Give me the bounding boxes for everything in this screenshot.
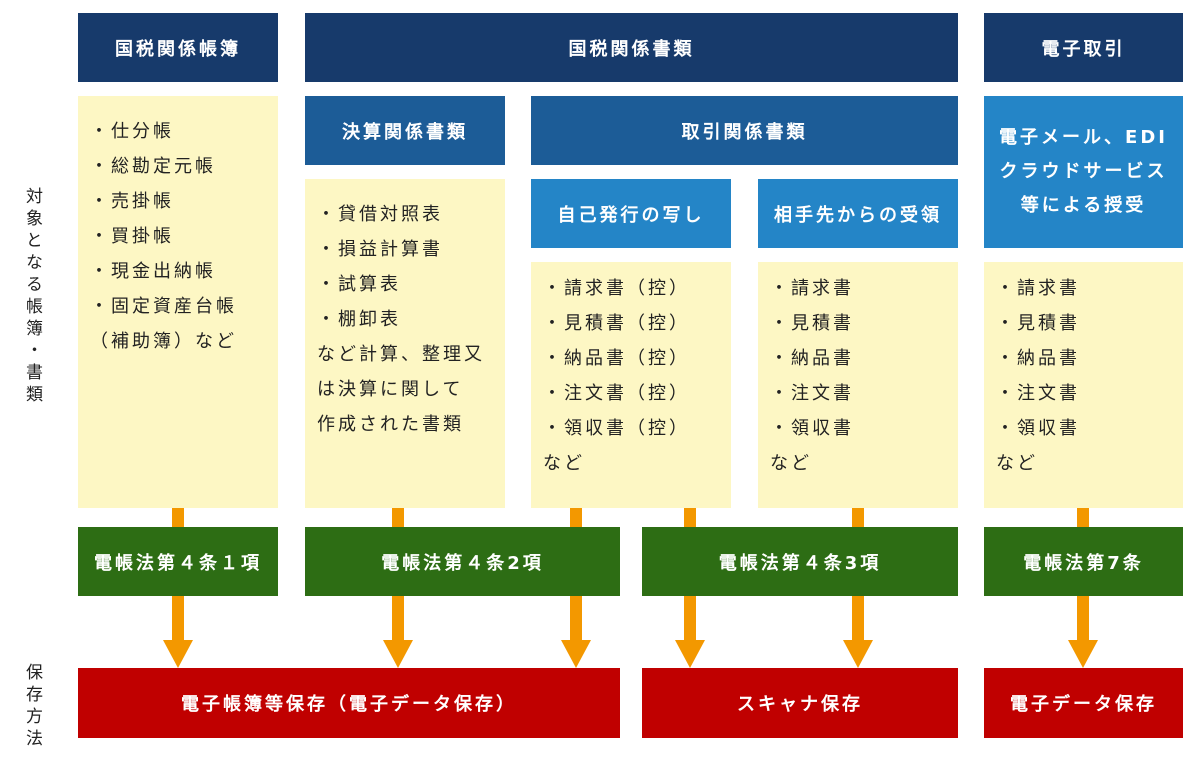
law-article-4-2-label: 電帳法第４条2項	[381, 552, 544, 574]
category-settlement-documents: 決算関係書類	[305, 96, 505, 165]
storage-scanner-label: スキャナ保存	[737, 694, 863, 715]
electronic-list-item: ・注文書	[996, 383, 1080, 404]
electronic-list-item: ・請求書	[996, 278, 1080, 299]
received-list-item: ・注文書	[770, 383, 854, 404]
arrow-law-7-to-electronic-data-storage	[1068, 594, 1098, 668]
category-self-issued-copies-label: 自己発行の写し	[557, 204, 705, 226]
connector-books-to-law-4-1	[172, 506, 184, 529]
arrow-head	[843, 640, 873, 668]
category-transaction-documents: 取引関係書類	[531, 96, 958, 165]
arrow-head	[1068, 640, 1098, 668]
connector-settlement-to-law-4-2	[392, 506, 404, 529]
book-list-item: ・売掛帳	[90, 191, 174, 212]
storage-electronic-data-label: 電子データ保存	[1010, 694, 1157, 715]
arrow-law-4-2-to-electronic-books-storage-a	[383, 594, 413, 668]
side-label-storage-method: 保存方法	[22, 663, 42, 751]
law-article-4-1-label: 電帳法第４条１項	[94, 552, 262, 574]
header-electronic-transactions-label: 電子取引	[1041, 38, 1126, 60]
settlement-list-item: ・試算表	[317, 274, 401, 295]
category-received-from-counterparty-label: 相手先からの受領	[774, 204, 942, 226]
law-article-4-3: 電帳法第４条3項	[642, 527, 958, 596]
received-list-box: ・請求書 ・見積書 ・納品書 ・注文書 ・領収書 など	[758, 262, 958, 508]
connector-self-issued-to-law-4-3	[684, 506, 696, 529]
received-list-item: ・請求書	[770, 278, 854, 299]
electronic-list-box: ・請求書 ・見積書 ・納品書 ・注文書 ・領収書 など	[984, 262, 1183, 508]
arrow-shaft	[1077, 594, 1089, 642]
header-electronic-transactions: 電子取引	[984, 13, 1183, 82]
header-books: 国税関係帳簿	[78, 13, 278, 82]
received-list-item: ・見積書	[770, 313, 854, 334]
self-issued-list-item: ・納品書（控）	[543, 348, 690, 369]
book-list-item: ・現金出納帳	[90, 261, 216, 282]
settlement-list-item: 作成された書類	[317, 414, 464, 435]
settlement-list-item: ・損益計算書	[317, 239, 443, 260]
arrow-head	[675, 640, 705, 668]
side-label-targets: 対象となる帳簿・書類	[22, 187, 42, 407]
category-received-from-counterparty: 相手先からの受領	[758, 179, 958, 248]
electronic-exchange-line: 電子メール、EDI	[999, 127, 1168, 148]
storage-electronic-books: 電子帳簿等保存（電子データ保存）	[78, 668, 620, 738]
arrow-shaft	[172, 594, 184, 642]
self-issued-list-item: ・領収書（控）	[543, 418, 690, 439]
electronic-list-item: ・領収書	[996, 418, 1080, 439]
arrow-head	[383, 640, 413, 668]
storage-electronic-books-label: 電子帳簿等保存（電子データ保存）	[181, 694, 517, 715]
settlement-list-item: ・棚卸表	[317, 309, 401, 330]
arrow-head	[561, 640, 591, 668]
connector-received-to-law-4-3	[852, 506, 864, 529]
law-article-7: 電帳法第7条	[984, 527, 1183, 596]
law-article-4-3-label: 電帳法第４条3項	[718, 552, 882, 574]
electronic-list-item: など	[996, 453, 1038, 474]
books-list-box: ・仕分帳 ・総勘定元帳 ・売掛帳 ・買掛帳 ・現金出納帳 ・固定資産台帳 （補助…	[78, 96, 278, 508]
header-documents: 国税関係書類	[305, 13, 958, 82]
book-list-item: ・仕分帳	[90, 121, 174, 142]
storage-scanner: スキャナ保存	[642, 668, 958, 738]
electronic-exchange-line: 等による授受	[1020, 195, 1147, 216]
self-issued-list-item: ・注文書（控）	[543, 383, 690, 404]
self-issued-list-item: など	[543, 453, 585, 474]
settlement-list-item: は決算に関して	[317, 379, 464, 400]
settlement-list-item: ・貸借対照表	[317, 204, 443, 225]
arrow-law-4-3-to-scanner-storage-b	[843, 594, 873, 668]
arrow-law-4-3-to-scanner-storage-a	[675, 594, 705, 668]
self-issued-list-item: ・請求書（控）	[543, 278, 690, 299]
arrow-shaft	[684, 594, 696, 642]
arrow-law-4-2-to-electronic-books-storage-b	[561, 594, 591, 668]
connector-electronic-to-law-7	[1077, 506, 1089, 529]
header-books-label: 国税関係帳簿	[115, 38, 241, 60]
book-list-item: ・固定資産台帳	[90, 296, 237, 317]
header-documents-label: 国税関係書類	[568, 38, 695, 60]
received-list-item: ・領収書	[770, 418, 854, 439]
arrow-shaft	[852, 594, 864, 642]
settlement-list-box: ・貸借対照表 ・損益計算書 ・試算表 ・棚卸表 など計算、整理又 は決算に関して…	[305, 179, 505, 508]
arrow-shaft	[392, 594, 404, 642]
category-electronic-exchange: 電子メール、EDI クラウドサービス 等による授受	[984, 96, 1183, 248]
arrow-head	[163, 640, 193, 668]
arrow-law-4-1-to-electronic-books-storage	[163, 594, 193, 668]
received-list-item: ・納品書	[770, 348, 854, 369]
arrow-shaft	[570, 594, 582, 642]
electronic-list-item: ・納品書	[996, 348, 1080, 369]
category-settlement-documents-label: 決算関係書類	[342, 121, 468, 143]
electronic-list-item: ・見積書	[996, 313, 1080, 334]
book-list-item: （補助簿）など	[90, 331, 237, 352]
electronic-exchange-line: クラウドサービス	[999, 161, 1168, 182]
category-transaction-documents-label: 取引関係書類	[681, 121, 808, 143]
storage-electronic-data: 電子データ保存	[984, 668, 1183, 738]
book-list-item: ・買掛帳	[90, 226, 174, 247]
received-list-item: など	[770, 453, 812, 474]
law-article-4-1: 電帳法第４条１項	[78, 527, 278, 596]
book-list-item: ・総勘定元帳	[90, 156, 216, 177]
category-self-issued-copies: 自己発行の写し	[531, 179, 731, 248]
connector-self-issued-to-law-4-2	[570, 506, 582, 529]
settlement-list-item: など計算、整理又	[317, 344, 485, 365]
law-article-7-label: 電帳法第7条	[1023, 552, 1144, 574]
self-issued-list-item: ・見積書（控）	[543, 313, 690, 334]
law-article-4-2: 電帳法第４条2項	[305, 527, 620, 596]
self-issued-list-box: ・請求書（控） ・見積書（控） ・納品書（控） ・注文書（控） ・領収書（控） …	[531, 262, 731, 508]
